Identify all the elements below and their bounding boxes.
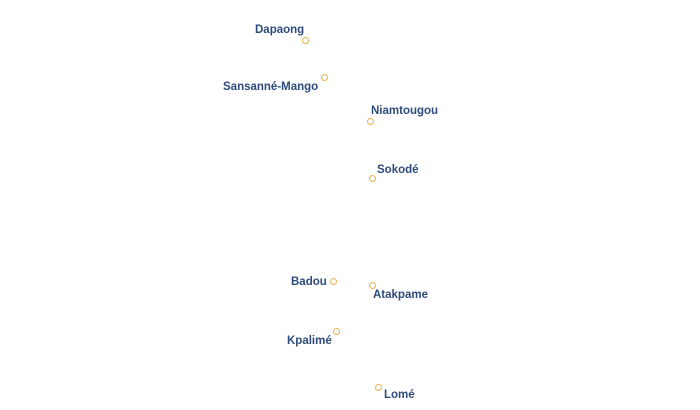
city-marker-sokode[interactable] <box>369 175 376 182</box>
city-marker-sansanne-mango[interactable] <box>321 74 328 81</box>
city-marker-badou[interactable] <box>330 278 337 285</box>
city-label-sansanne-mango: Sansanné-Mango <box>223 81 319 93</box>
city-label-sokode: Sokodé <box>377 164 419 176</box>
city-label-atakpame: Atakpame <box>373 289 428 301</box>
city-label-lome: Lomé <box>384 389 415 401</box>
city-label-kpalime: Kpalimé <box>287 335 332 347</box>
city-marker-dapaong[interactable] <box>302 37 309 44</box>
city-marker-atakpame[interactable] <box>369 282 376 289</box>
city-label-badou: Badou <box>291 276 327 288</box>
city-label-niamtougou: Niamtougou <box>371 105 439 117</box>
city-marker-kpalime[interactable] <box>333 328 340 335</box>
city-label-dapaong: Dapaong <box>255 24 305 36</box>
city-marker-lome[interactable] <box>375 384 382 391</box>
city-marker-niamtougou[interactable] <box>367 118 374 125</box>
